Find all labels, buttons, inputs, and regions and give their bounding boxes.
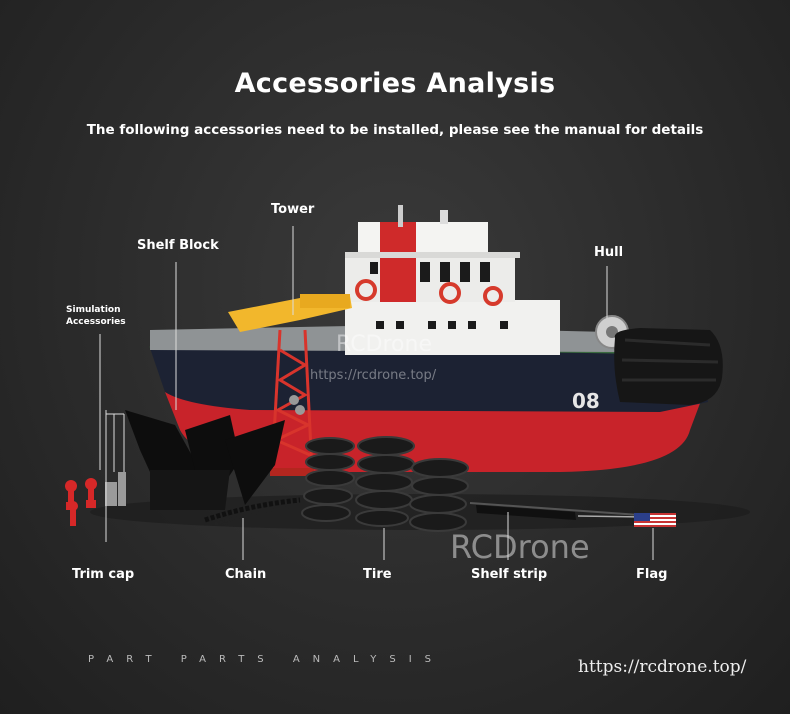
hull-number: 08 [572,389,600,413]
label-simulation-line1: Simulation [66,305,121,315]
flag [634,513,676,527]
label-trim-cap: Trim cap [72,567,135,582]
footer-spaced-text: PART PARTS ANALYSIS [88,654,444,665]
label-chain: Chain [225,567,267,582]
watermark-large: RCDrone [450,528,590,566]
watermark-faint: RCDrone [336,332,432,357]
hull-upper [150,348,708,412]
watermark-url-faint: https://rcdrone.top/ [310,368,437,383]
label-hull: Hull [594,245,624,260]
footer-url: https://rcdrone.top/ [578,657,747,677]
page-subtitle: The following accessories need to be ins… [86,122,704,138]
label-flag: Flag [636,567,668,582]
label-tower: Tower [271,202,315,217]
label-simulation-accessories: Simulation Accessories [66,304,126,328]
trim-caps [65,478,97,526]
floor-shadow [90,494,750,530]
label-simulation-line2: Accessories [66,317,126,327]
label-tire: Tire [363,567,392,582]
shelf-block [125,410,285,510]
shelf-strip [476,505,576,520]
page-title: Accessories Analysis [234,68,556,99]
red-stack [380,222,416,302]
tires [301,436,469,532]
label-shelf-block: Shelf Block [137,238,219,253]
label-shelf-strip: Shelf strip [471,567,548,582]
chain [204,497,301,523]
bow-fender [614,328,723,405]
